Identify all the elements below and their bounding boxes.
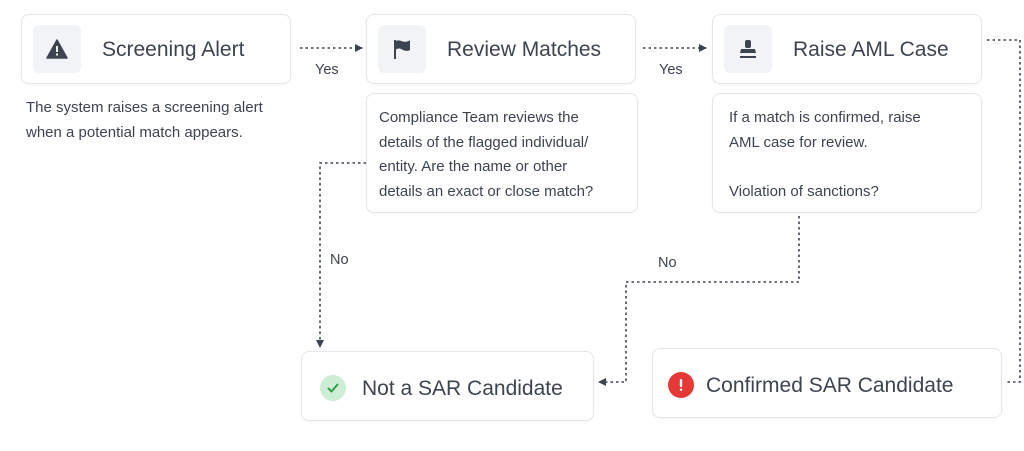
edge-review-to-not-sar <box>316 162 366 348</box>
warning-icon-box <box>33 25 81 73</box>
node-review-matches[interactable]: Review Matches <box>366 14 636 84</box>
stamp-icon <box>740 40 756 58</box>
flag-icon <box>394 40 410 59</box>
warning-icon <box>46 39 68 59</box>
flag-icon-box <box>378 25 426 73</box>
check-circle-icon <box>320 375 346 401</box>
edge-aml-to-confirmed-sar <box>987 39 1021 383</box>
edge-label-alert-to-review: Yes <box>315 62 339 78</box>
edge-label-review-to-not-sar: No <box>330 252 349 268</box>
node-title: Not a SAR Candidate <box>362 377 563 400</box>
node-title: Raise AML Case <box>793 38 949 61</box>
edge-label-aml-to-not-sar: No <box>658 255 677 271</box>
node-description-raise-aml-case: If a match is confirmed, raise AML case … <box>712 93 982 213</box>
stamp-icon-box <box>724 25 772 73</box>
node-screening-alert[interactable]: Screening Alert <box>21 14 291 84</box>
node-description-review-matches: Compliance Team reviews the details of t… <box>366 93 638 213</box>
node-title: Screening Alert <box>102 38 245 61</box>
node-title: Review Matches <box>447 38 602 61</box>
node-title: Confirmed SAR Candidate <box>706 374 954 397</box>
node-not-sar-candidate[interactable]: Not a SAR Candidate <box>301 351 594 421</box>
node-raise-aml-case[interactable]: Raise AML Case <box>712 14 982 84</box>
edge-aml-to-not-sar <box>598 216 800 386</box>
edge-label-review-to-aml: Yes <box>659 62 683 78</box>
exclamation-circle-icon <box>668 372 694 398</box>
node-description-screening-alert: The system raises a screening alert when… <box>26 99 263 141</box>
node-confirmed-sar-candidate[interactable]: Confirmed SAR Candidate <box>652 348 1002 418</box>
